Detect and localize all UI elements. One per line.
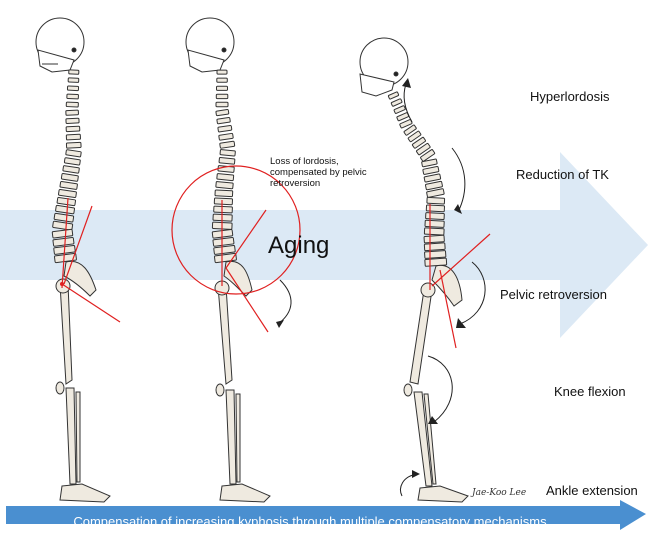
foot-3 [418, 486, 468, 502]
vertebra [217, 117, 231, 124]
vertebra [66, 126, 80, 131]
vertebra [427, 197, 445, 204]
mechanism-knee-flexion: Knee flexion [554, 384, 626, 399]
vertebra [66, 118, 79, 123]
vertebra [67, 94, 79, 99]
skull-1 [36, 18, 84, 72]
patella-1 [56, 382, 64, 394]
vertebra [220, 149, 235, 156]
vertebra [216, 94, 228, 98]
tibia-2 [226, 390, 236, 484]
foot-2 [220, 484, 270, 502]
knee-arrow [428, 356, 452, 422]
vertebra [213, 214, 232, 221]
vertebra [426, 213, 445, 220]
vertebra [67, 86, 78, 91]
vertebra [64, 158, 80, 166]
vertebra [426, 189, 444, 198]
vertebra [219, 157, 235, 164]
vertebra [216, 109, 229, 115]
vertebra [61, 173, 78, 181]
vertebra [219, 133, 234, 140]
tibia-1 [66, 388, 76, 484]
vertebra [425, 181, 442, 190]
vertebra [214, 206, 233, 213]
mechanism-ankle-extension: Ankle extension [546, 483, 638, 498]
vertebra [58, 189, 76, 197]
vertebra [397, 112, 409, 121]
patella-3 [404, 384, 412, 396]
vertebra [391, 99, 402, 107]
vertebra [425, 251, 446, 259]
vertebra [216, 181, 233, 188]
vertebra [425, 220, 444, 227]
vertebra [68, 78, 79, 83]
hip-point-1 [60, 282, 64, 286]
vertebra [424, 235, 444, 243]
foot-1 [60, 484, 110, 502]
vertebra [218, 125, 232, 132]
mechanism-pelvic-retroversion: Pelvic retroversion [500, 287, 607, 302]
mechanism-hyperlordosis: Hyperlordosis [530, 89, 609, 104]
vertebra [388, 92, 399, 100]
patella-2 [216, 384, 224, 396]
vertebra [426, 205, 444, 212]
vertebra [66, 150, 82, 157]
ankle-arrow [401, 474, 418, 496]
skull-2 [186, 18, 234, 72]
vertebra [217, 173, 234, 180]
vertebra [425, 258, 447, 266]
vertebra [66, 110, 79, 115]
vertebra [424, 243, 445, 251]
vertebra [394, 105, 406, 113]
vertebra [215, 190, 233, 197]
vertebra [60, 181, 78, 189]
vertebra [66, 142, 81, 148]
vertebra [63, 166, 80, 174]
banner-text: Compensation of increasing kyphosis thro… [0, 514, 620, 529]
mechanism-reduction-tk: Reduction of TK [516, 167, 609, 182]
tk-arrow [452, 148, 465, 212]
vertebra [217, 86, 228, 90]
vertebra [66, 102, 78, 107]
vertebra [217, 78, 228, 82]
pelvic-rotation-arrow-2 [278, 280, 291, 324]
femur-2 [218, 286, 232, 384]
vertebra [217, 70, 227, 74]
vertebra [424, 228, 444, 235]
vertebra [214, 198, 232, 205]
vertebra [424, 174, 441, 182]
skull-3 [360, 38, 408, 96]
lordosis-annotation: Loss of lordosis, compensated by pelvic … [270, 156, 380, 189]
vertebra [66, 134, 80, 140]
vertebra [220, 141, 235, 148]
vertebra [216, 102, 228, 107]
aging-label: Aging [268, 232, 329, 260]
femur-3 [410, 290, 432, 384]
vertebra [57, 197, 76, 205]
vertebra [69, 70, 79, 74]
femur-1 [60, 284, 72, 384]
vertebra [423, 166, 439, 174]
artist-signature: Jae-Koo Lee [472, 488, 526, 498]
